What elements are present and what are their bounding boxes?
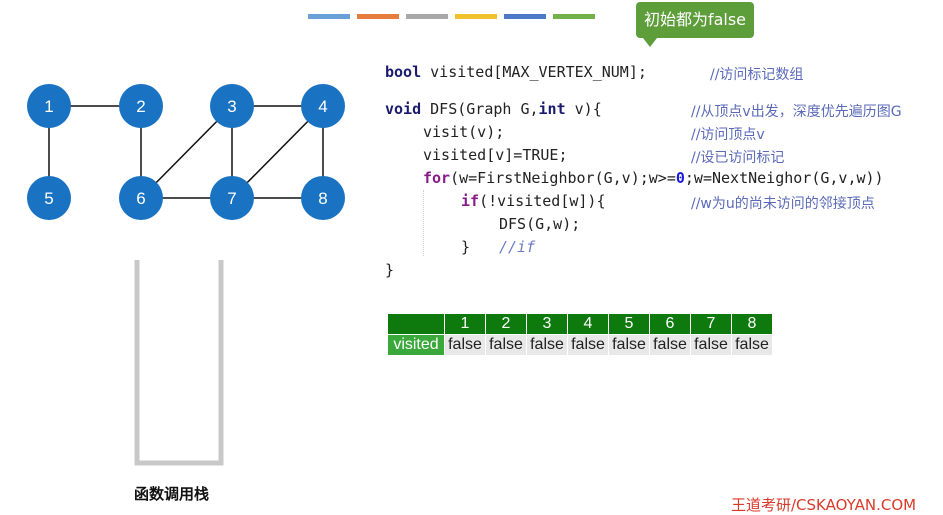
- graph-node-label: 5: [44, 189, 53, 208]
- code-line-1: bool visited[MAX_VERTEX_NUM];: [385, 63, 647, 81]
- graph-node-circle: [301, 84, 345, 128]
- graph-node-label: 3: [227, 97, 236, 116]
- graph-node-label: 1: [44, 97, 53, 116]
- visited-header-cell: 8: [731, 313, 773, 335]
- watermark: 王道考研/CSKAOYAN.COM: [731, 496, 917, 514]
- visited-value-cell: false: [731, 334, 773, 356]
- graph-node-3: 3: [210, 84, 254, 128]
- call-stack-title: 函数调用栈: [134, 485, 210, 503]
- graph-node-circle: [210, 176, 254, 220]
- code-comment-6: //w为u的尚未访问的邻接顶点: [691, 196, 875, 212]
- code-comment-8: //if: [499, 238, 536, 256]
- visited-value-cell: false: [690, 334, 732, 356]
- visited-header-cell: 2: [485, 313, 527, 335]
- callout-tail: [643, 38, 657, 47]
- color-bar-segment-gray: [406, 14, 448, 19]
- graph-node-label: 6: [136, 189, 145, 208]
- visited-value-cell: false: [526, 334, 568, 356]
- code-keyword: int: [538, 100, 566, 118]
- graph-node-circle: [301, 176, 345, 220]
- code-line-8: }: [461, 238, 471, 256]
- code-keyword: void: [385, 100, 422, 118]
- graph-node-7: 7: [210, 176, 254, 220]
- graph-node-circle: [27, 176, 71, 220]
- visited-header-cell: 1: [444, 313, 486, 335]
- code-keyword: bool: [385, 63, 422, 81]
- graph-node-5: 5: [27, 176, 71, 220]
- visited-table-header-row: 1 2 3 4 5 6 7 8: [387, 313, 773, 335]
- graph-node-2: 2: [119, 84, 163, 128]
- code-number: 0: [675, 169, 685, 187]
- color-bar-segment-orange: [357, 14, 399, 19]
- graph-node-1: 1: [27, 84, 71, 128]
- visited-value-cell: false: [567, 334, 609, 356]
- code-comment-4: //设已访问标记: [691, 150, 785, 166]
- color-bar-segment-blue: [308, 14, 350, 19]
- indent-guide: [423, 190, 424, 256]
- visited-value-cell: false: [485, 334, 527, 356]
- code-text: (!visited[w]){: [479, 192, 606, 210]
- visited-table-value-row: visited false false false false false fa…: [387, 334, 773, 356]
- code-text: v){: [565, 100, 602, 118]
- code-line-2: void DFS(Graph G,int v){: [385, 100, 602, 118]
- visited-value-cell: false: [444, 334, 486, 356]
- graph-node-6: 6: [119, 176, 163, 220]
- graph-node-label: 7: [227, 189, 236, 208]
- graph-node-circle: [119, 176, 163, 220]
- code-line-7: DFS(G,w);: [499, 215, 581, 233]
- color-bar-segment-dark-blue: [504, 14, 546, 19]
- code-line-6: if(!visited[w]){: [461, 192, 606, 210]
- call-stack-container: [134, 260, 224, 466]
- code-comment-2: //从顶点v出发，深度优先遍历图G: [691, 104, 902, 120]
- graph-node-circle: [210, 84, 254, 128]
- code-line-3: visit(v);: [423, 123, 505, 141]
- graph-node-label: 4: [318, 97, 327, 116]
- visited-header-cell: 7: [690, 313, 732, 335]
- visited-table: 1 2 3 4 5 6 7 8 visited false false fals…: [387, 313, 773, 356]
- code-text: ;w=NextNeighor(G,v,w)): [684, 169, 884, 187]
- code-text: visited[MAX_VERTEX_NUM];: [421, 63, 647, 81]
- visited-header-cell: 3: [526, 313, 568, 335]
- code-line-4: visited[v]=TRUE;: [423, 146, 568, 164]
- visited-table-corner: [387, 313, 445, 335]
- color-bar-segment-yellow: [455, 14, 497, 19]
- graph-node-circle: [27, 84, 71, 128]
- callout-initial-false: 初始都为false: [636, 2, 754, 38]
- visited-header-cell: 5: [608, 313, 650, 335]
- code-line-5: for(w=FirstNeighbor(G,v);w>=0;w=NextNeig…: [423, 169, 884, 187]
- graph-node-8: 8: [301, 176, 345, 220]
- visited-value-cell: false: [649, 334, 691, 356]
- code-text: (w=FirstNeighbor(G,v);w>=: [450, 169, 676, 187]
- code-comment-3: //访问顶点v: [691, 127, 765, 143]
- code-keyword: for: [423, 169, 451, 187]
- graph-node-4: 4: [301, 84, 345, 128]
- graph-node-label: 2: [136, 97, 145, 116]
- graph-node-circle: [119, 84, 163, 128]
- color-bar-segment-green: [553, 14, 595, 19]
- code-comment-1: //访问标记数组: [710, 67, 804, 83]
- visited-value-cell: false: [608, 334, 650, 356]
- visited-row-label: visited: [387, 334, 445, 356]
- code-keyword: if: [461, 192, 480, 210]
- visited-header-cell: 4: [567, 313, 609, 335]
- graph-node-label: 8: [318, 189, 327, 208]
- code-text: DFS(Graph G,: [421, 100, 539, 118]
- code-line-9: }: [385, 261, 395, 279]
- graph-diagram: 1 2 3 4 5 6 7 8: [27, 84, 345, 220]
- visited-header-cell: 6: [649, 313, 691, 335]
